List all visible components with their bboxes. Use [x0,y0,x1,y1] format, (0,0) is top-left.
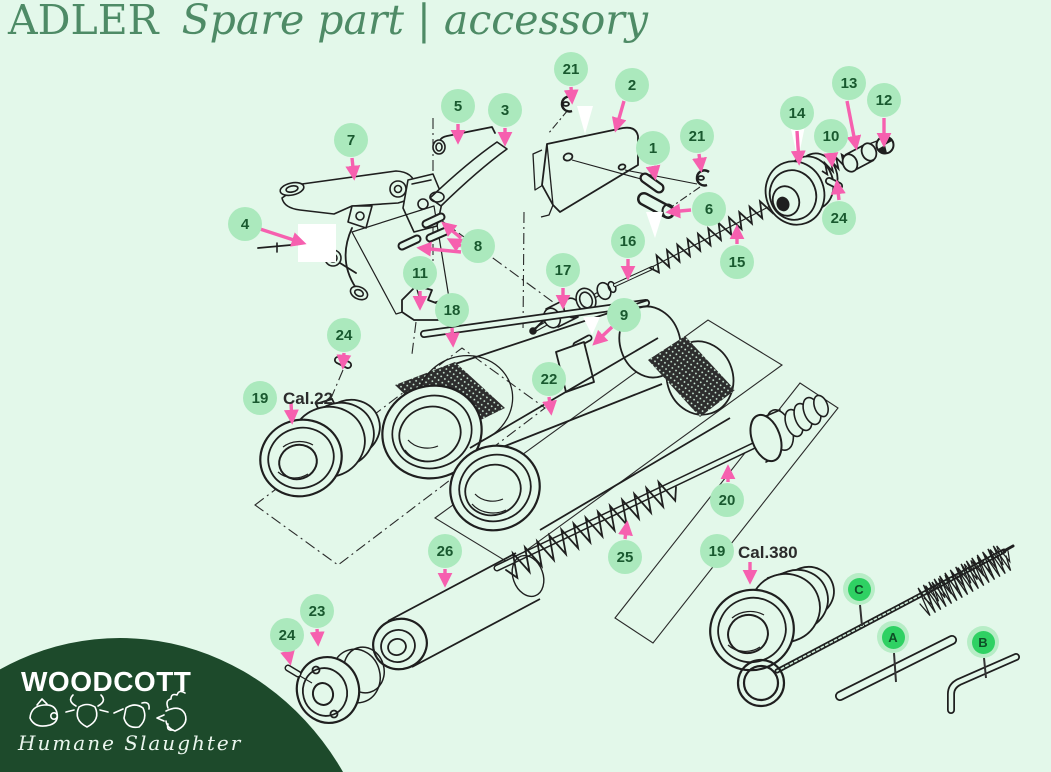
callout-letter-A: A [877,621,909,653]
callout-19-cal380: 19 [700,534,734,568]
callout-21-right: 21 [680,119,714,153]
callout-24-right: 24 [822,201,856,235]
logo-animal-icons [29,690,187,732]
caliber-label-cal22: Cal.22 [283,389,334,408]
logo-background [0,638,343,772]
page-title: ADLER Spare part | accessory [8,0,648,44]
rooster-icon [166,690,186,709]
callout-26: 26 [428,534,462,568]
callout-11: 11 [403,256,437,290]
callout-12: 12 [867,83,901,117]
logo-tagline: Humane Slaughter [18,731,243,755]
callout-letter-label: B [971,630,995,654]
sheep-icon [123,704,146,729]
callout-23: 23 [300,594,334,628]
callout-3: 3 [488,93,522,127]
caliber-label-cal380: Cal.380 [738,543,798,562]
callout-24-mid: 24 [327,318,361,352]
title-rest: Spare part | accessory [181,0,649,44]
callout-1: 1 [636,131,670,165]
cow-icon [76,703,98,728]
callout-letter-label: A [881,625,905,649]
logo-wordmark: WOODCOTT [21,666,192,697]
callout-5: 5 [441,89,475,123]
callout-22: 22 [532,362,566,396]
callout-8: 8 [461,229,495,263]
callout-13: 13 [832,66,866,100]
callout-15: 15 [720,245,754,279]
callout-24-bottom: 24 [270,618,304,652]
callout-letter-B: B [967,626,999,658]
callout-17: 17 [546,253,580,287]
callout-letter-C: C [843,573,875,605]
callout-25: 25 [608,540,642,574]
callout-18: 18 [435,293,469,327]
callout-19-cal22: 19 [243,381,277,415]
callout-20: 20 [710,483,744,517]
callout-10: 10 [814,119,848,153]
callout-16: 16 [611,224,645,258]
pig-icon [29,704,59,727]
callout-21-left: 21 [554,52,588,86]
pig-snout [49,711,58,720]
callout-6: 6 [692,192,726,226]
callout-2: 2 [615,68,649,102]
callout-letter-label: C [847,577,871,601]
callout-7: 7 [334,123,368,157]
callout-9: 9 [607,298,641,332]
callout-14: 14 [780,96,814,130]
brand-name: ADLER [8,0,159,44]
callout-4: 4 [228,207,262,241]
